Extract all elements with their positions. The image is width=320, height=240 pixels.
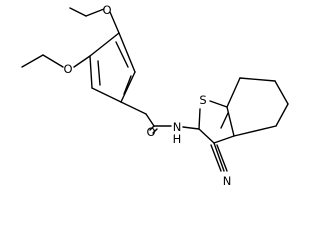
atom-label-oxygen-top: O [102, 3, 111, 17]
bond [213, 135, 235, 144]
bond [89, 32, 120, 57]
bond [91, 87, 122, 103]
atom-label-nitrile-nitrogen: N [223, 174, 232, 188]
bond [152, 128, 158, 134]
bond [233, 125, 277, 137]
ethoxy-group-top [69, 7, 120, 34]
bond [275, 103, 289, 127]
bond [226, 77, 241, 108]
bond [274, 80, 289, 105]
bond [239, 77, 276, 82]
double-bond-inner [123, 75, 132, 95]
bond [42, 54, 64, 68]
atom-labels: O O O S N H N [63, 3, 231, 188]
bond [226, 106, 235, 137]
bond [213, 142, 225, 172]
triple-bond [216, 144, 228, 172]
bond [69, 7, 87, 17]
bond [118, 32, 136, 73]
bond [120, 101, 147, 115]
nitrile-group [210, 142, 228, 172]
bond [109, 11, 120, 34]
atom-label-sulfur: S [199, 93, 206, 107]
bond [198, 128, 215, 144]
atom-label-carbonyl-oxygen: O [146, 125, 155, 139]
ethoxy-group-left [21, 54, 91, 68]
bond [149, 125, 155, 131]
double-bond-inner [97, 60, 101, 86]
bond [145, 113, 155, 127]
bond [89, 55, 93, 89]
bond [21, 54, 44, 68]
chemical-structure-diagram: O O O S N H N [21, 3, 289, 188]
thiophene-ring [198, 100, 235, 144]
bond [73, 55, 91, 68]
bond [182, 126, 200, 130]
bond [209, 100, 228, 108]
bond [198, 108, 201, 130]
atom-label-oxygen-left: O [63, 62, 72, 76]
cyclohexane-ring [226, 77, 289, 137]
atom-label-amide-nitrogen: N [173, 120, 182, 134]
double-bond-inner [220, 112, 229, 129]
triple-bond [210, 144, 222, 172]
benzene-ring [89, 32, 136, 103]
double-bond-inner [115, 41, 129, 68]
atom-label-amide-hydrogen: H [173, 132, 182, 146]
acetamide-linker [120, 101, 200, 134]
bond [120, 71, 136, 103]
bond [85, 8, 105, 17]
